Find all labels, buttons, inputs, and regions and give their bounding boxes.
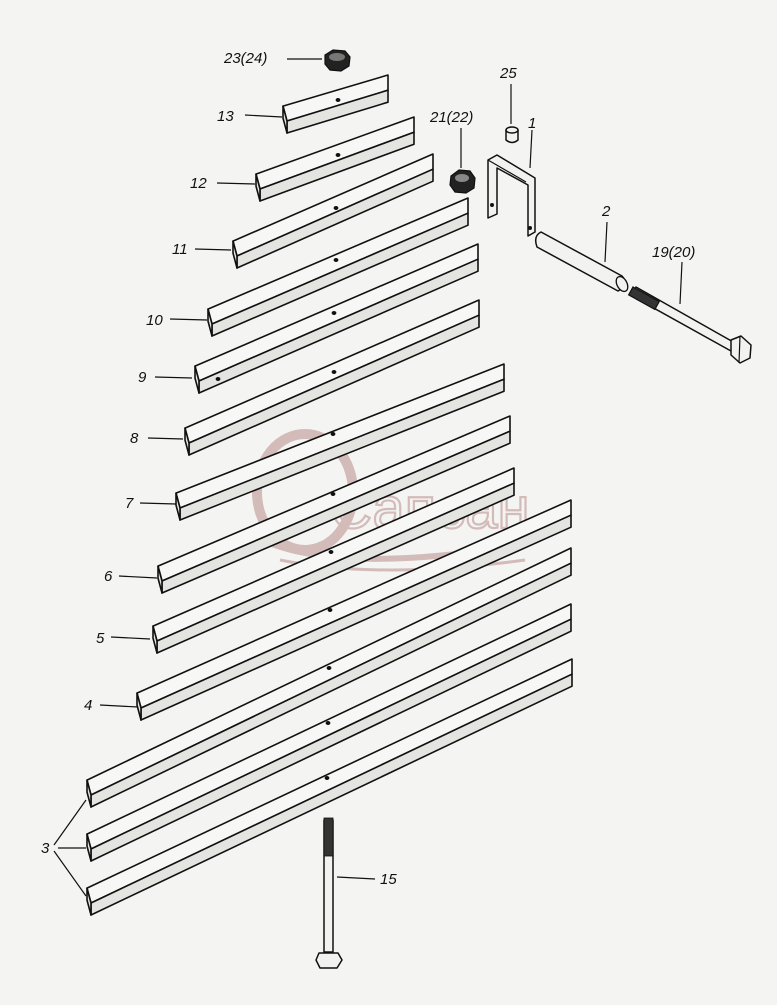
nut-clamp [449, 169, 476, 194]
leaf-5-hole [328, 550, 334, 554]
callout-labels: 23(24) 13 12 11 10 9 8 7 6 5 4 3 21(22) … [41, 50, 695, 888]
leaf-9 [194, 243, 479, 394]
bolt-15 [315, 817, 343, 969]
leaf-9-hole [331, 311, 337, 315]
label-bolt-19: 19(20) [652, 244, 695, 261]
label-leaf-8: 8 [130, 430, 139, 447]
sleeve-2 [534, 231, 629, 293]
label-sleeve-2: 2 [601, 203, 611, 220]
label-leaf-7: 7 [125, 495, 134, 512]
leaf-3a [86, 547, 572, 808]
label-leaf-13: 13 [217, 108, 234, 125]
leaf-10a [207, 197, 469, 337]
clamp-1 [487, 154, 536, 237]
leaf-13 [282, 74, 389, 134]
leaf-8 [184, 299, 480, 456]
nut-top [324, 49, 351, 72]
leaf-7 [175, 363, 505, 521]
leaf-8-hole [331, 370, 337, 374]
label-bolt-15: 15 [380, 871, 397, 888]
label-nut-clamp: 21(22) [429, 109, 473, 126]
leaf-11-hole [333, 206, 339, 210]
leaf-4-hole [327, 608, 333, 612]
leaf-6-hole [330, 492, 336, 496]
leaf-3a-hole [326, 666, 332, 670]
label-leaf-12: 12 [190, 175, 207, 192]
leaf-13-hole [335, 98, 341, 102]
leaf-3b [86, 603, 572, 862]
label-leaf-10: 10 [146, 312, 163, 329]
label-leaf-5: 5 [96, 630, 105, 647]
leaf-12 [255, 116, 415, 202]
leaf-9-end-hole [215, 377, 221, 381]
leaf-stack [86, 74, 573, 916]
label-leaf-9: 9 [138, 369, 147, 386]
leaf-3b-hole [325, 721, 331, 725]
label-leaf-4: 4 [84, 697, 92, 714]
leaf-6 [157, 415, 511, 594]
leaf-7-hole [330, 432, 336, 436]
leaf-10a-hole [333, 258, 339, 262]
leaf-4 [136, 499, 572, 721]
leaf-5 [152, 467, 515, 654]
label-nut-top: 23(24) [223, 50, 267, 67]
bolt-19 [627, 286, 752, 364]
leaf-12-hole [335, 153, 341, 157]
leader-lines [53, 58, 683, 897]
leaf-3c [86, 658, 573, 916]
label-leaf-3: 3 [41, 840, 50, 857]
label-leaf-11: 11 [172, 241, 188, 258]
label-clamp-1: 1 [528, 115, 536, 132]
leaf-11 [232, 153, 434, 269]
bushing-25 [505, 126, 519, 144]
label-leaf-6: 6 [104, 568, 113, 585]
leaf-3c-hole [324, 776, 330, 780]
label-bushing-25: 25 [499, 65, 517, 82]
